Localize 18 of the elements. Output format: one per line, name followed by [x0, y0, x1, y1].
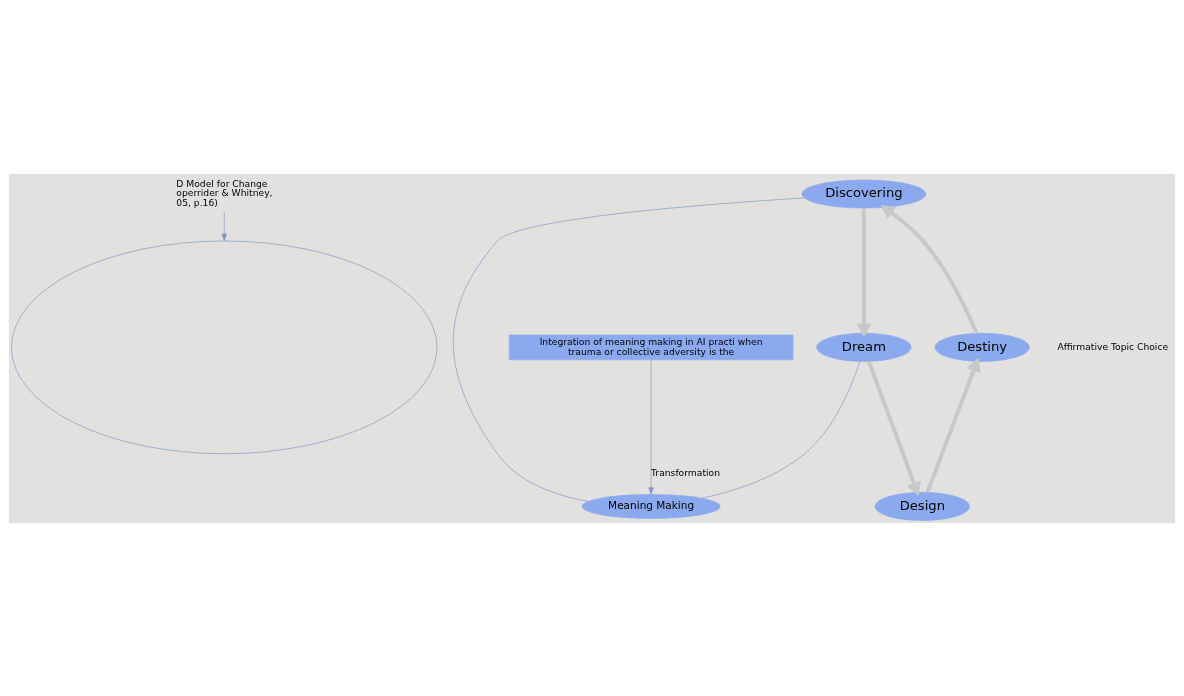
arrow — [880, 204, 979, 334]
arrow — [867, 360, 921, 496]
arrow — [221, 210, 227, 241]
connector — [453, 197, 805, 502]
edge-label: Transformation — [651, 466, 721, 478]
node-ellipse — [11, 240, 438, 454]
arrow — [648, 359, 654, 495]
node-ellipse: Destiny — [934, 332, 1030, 362]
node-box: Integration of meaning making in AI practi when trauma or collective adversity is the — [508, 334, 794, 360]
arrow — [856, 207, 872, 337]
node-ellipse: Design — [874, 491, 970, 521]
node-ellipse: Discovering — [801, 179, 927, 208]
arrow — [925, 357, 981, 493]
node-text: D Model for Change operrider & Whitney, 05, p.16) — [176, 177, 273, 208]
node-ellipse: Meaning Making — [581, 493, 721, 519]
node-ellipse: Dream — [816, 332, 912, 362]
label: Affirmative Topic Choice — [1057, 340, 1169, 352]
connector — [701, 360, 861, 499]
